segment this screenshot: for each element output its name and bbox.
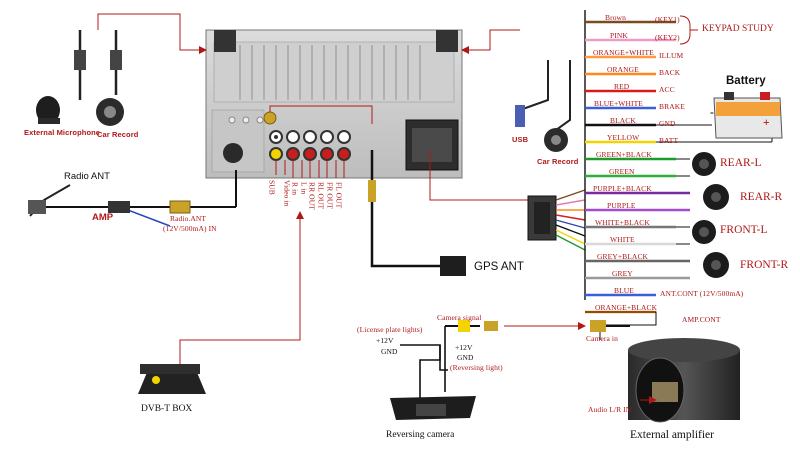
amp-label: AMP [92,212,114,223]
wire-label-grey: GREY [612,269,633,278]
wire-label-white-black: WHITE+BLACK [595,218,650,227]
plus12v-left-label: +12V [376,336,394,345]
usb-and-car-record [515,60,571,152]
rear-l-label: REAR-L [720,157,762,169]
wire-label-orange-white: ORANGE+WHITE [593,48,654,57]
battery-label: Battery [726,75,766,87]
gps-antenna [368,150,466,276]
reversing-camera [390,320,498,420]
reversing-light-label: (Reversing light) [450,363,503,372]
wire-fn-acc: ACC [659,85,675,94]
wire-label-purple: PURPLE [607,201,636,210]
head-unit [205,29,463,179]
wire-label-green-black: GREEN+BLACK [596,150,652,159]
keypad-study-label: KEYPAD STUDY [702,24,774,34]
dvb-t-box [138,364,206,394]
rca-label-fl-out: FL OUT [334,182,344,209]
rca-label-video-in: Video in [282,180,292,207]
external-microphone-and-recorder [36,30,124,126]
wire-fn-ant-cont: ANT.CONT (12V/500mA) [660,289,744,298]
front-r-label: FRONT-R [740,259,789,271]
wire-label-pink: PINK [610,31,628,40]
rear-r-label: REAR-R [740,191,783,203]
wire-label-red: RED [614,82,630,91]
camera-in-connector [590,320,630,332]
rca-label-rl-out: RL OUT [316,182,326,210]
wire-label-purple-black: PURPLE+BLACK [593,184,652,193]
gnd-right-label: GND [457,353,474,362]
radio-antenna-line [28,170,237,227]
rca-label-r-in: R in [290,182,300,196]
car-record-right-label: Car Record [537,157,579,166]
front-l-label: FRONT-L [720,224,768,236]
rca-jacks [269,130,351,161]
rca-label-fr-out: FR OUT [325,182,335,210]
wire-fn-gnd: GND [659,119,676,128]
wire-fn-batt: BATT [659,136,679,145]
wire-fn-key2: (KEY2) [655,33,680,42]
dvb-t-box-label: DVB-T BOX [141,404,193,414]
wire-label-orange: ORANGE [607,65,639,74]
battery-plus-sign: + [763,117,770,129]
wire-label-green: GREEN [609,167,635,176]
audio-lr-in-label: Audio L/R IN [588,405,632,414]
wire-fn-back: BACK [659,68,681,77]
wire-label-brown: Brown [605,13,626,22]
speakers [676,152,729,278]
gnd-left-label: GND [381,347,398,356]
camera-signal-label: Camera signal [437,313,482,322]
wire-fn-key1: (KEY1) [655,15,680,24]
rca-label-rr-out: RR OUT [307,182,317,210]
wire-fn-illum: ILLUM [659,51,684,60]
rca-label-sub: SUB [267,180,277,195]
wire-label-black: BLACK [610,116,636,125]
harness-connector [527,189,586,251]
wire-label-white: WHITE [610,235,635,244]
wire-label-blue-white: BLUE+WHITE [594,99,643,108]
battery-minus-sign: - [710,107,714,119]
wire-label-grey-black: GREY+BLACK [597,252,649,261]
camera-in-label: Camera in [586,334,618,343]
rca-label-l-in: L in [299,182,309,195]
external-amplifier-label: External amplifier [630,429,714,441]
reversing-camera-label: Reversing camera [386,430,455,440]
battery [656,92,783,143]
radio-ant-small-label: Radio.ANT [170,214,207,223]
wire-label-orange-black: ORANGE+BLACK [595,303,658,312]
amp-cont-label: AMP.CONT [682,315,721,324]
radio-ant-spec-label: (12V/500mA) IN [163,224,217,233]
license-plate-lights-label: (License plate lights) [357,325,423,334]
external-amplifier [628,338,740,423]
plus12v-right-label: +12V [455,343,473,352]
gps-ant-label: GPS ANT [474,261,524,273]
wire-label-yellow: YELLOW [607,133,640,142]
radio-ant-label: Radio ANT [64,171,110,182]
wire-fn-brake: BRAKE [659,102,685,111]
wire-label-blue: BLUE [614,286,634,295]
usb-label: USB [512,135,529,144]
external-microphone-label: External Microphone [24,128,101,137]
car-record-left-label: Car Record [97,130,139,139]
